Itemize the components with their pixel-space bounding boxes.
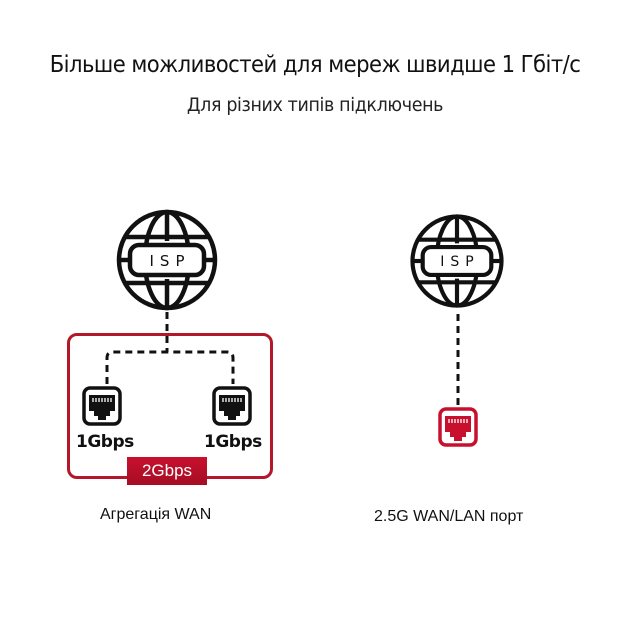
port-speed-label: 1Gbps xyxy=(76,432,134,452)
ethernet-port-icon xyxy=(212,386,252,426)
page-subtitle: Для різних типів підключень xyxy=(186,94,444,116)
ethernet-port-icon-red xyxy=(438,407,478,447)
globe-isp-icon xyxy=(116,209,218,311)
dashed-connector xyxy=(105,312,235,384)
port-speed-label: 1Gbps xyxy=(204,432,262,452)
globe-label: ISP xyxy=(440,254,480,270)
left-caption: Агрегація WAN xyxy=(100,506,212,523)
ethernet-port-icon xyxy=(82,386,122,426)
right-caption: 2.5G WAN/LAN порт xyxy=(374,508,524,525)
page-title: Більше можливостей для мереж швидше 1 Гб… xyxy=(49,52,581,78)
dashed-connector xyxy=(456,314,460,406)
globe-label: ISP xyxy=(149,252,191,270)
aggregate-speed-badge: 2Gbps xyxy=(127,457,207,485)
globe-isp-icon xyxy=(410,214,504,308)
